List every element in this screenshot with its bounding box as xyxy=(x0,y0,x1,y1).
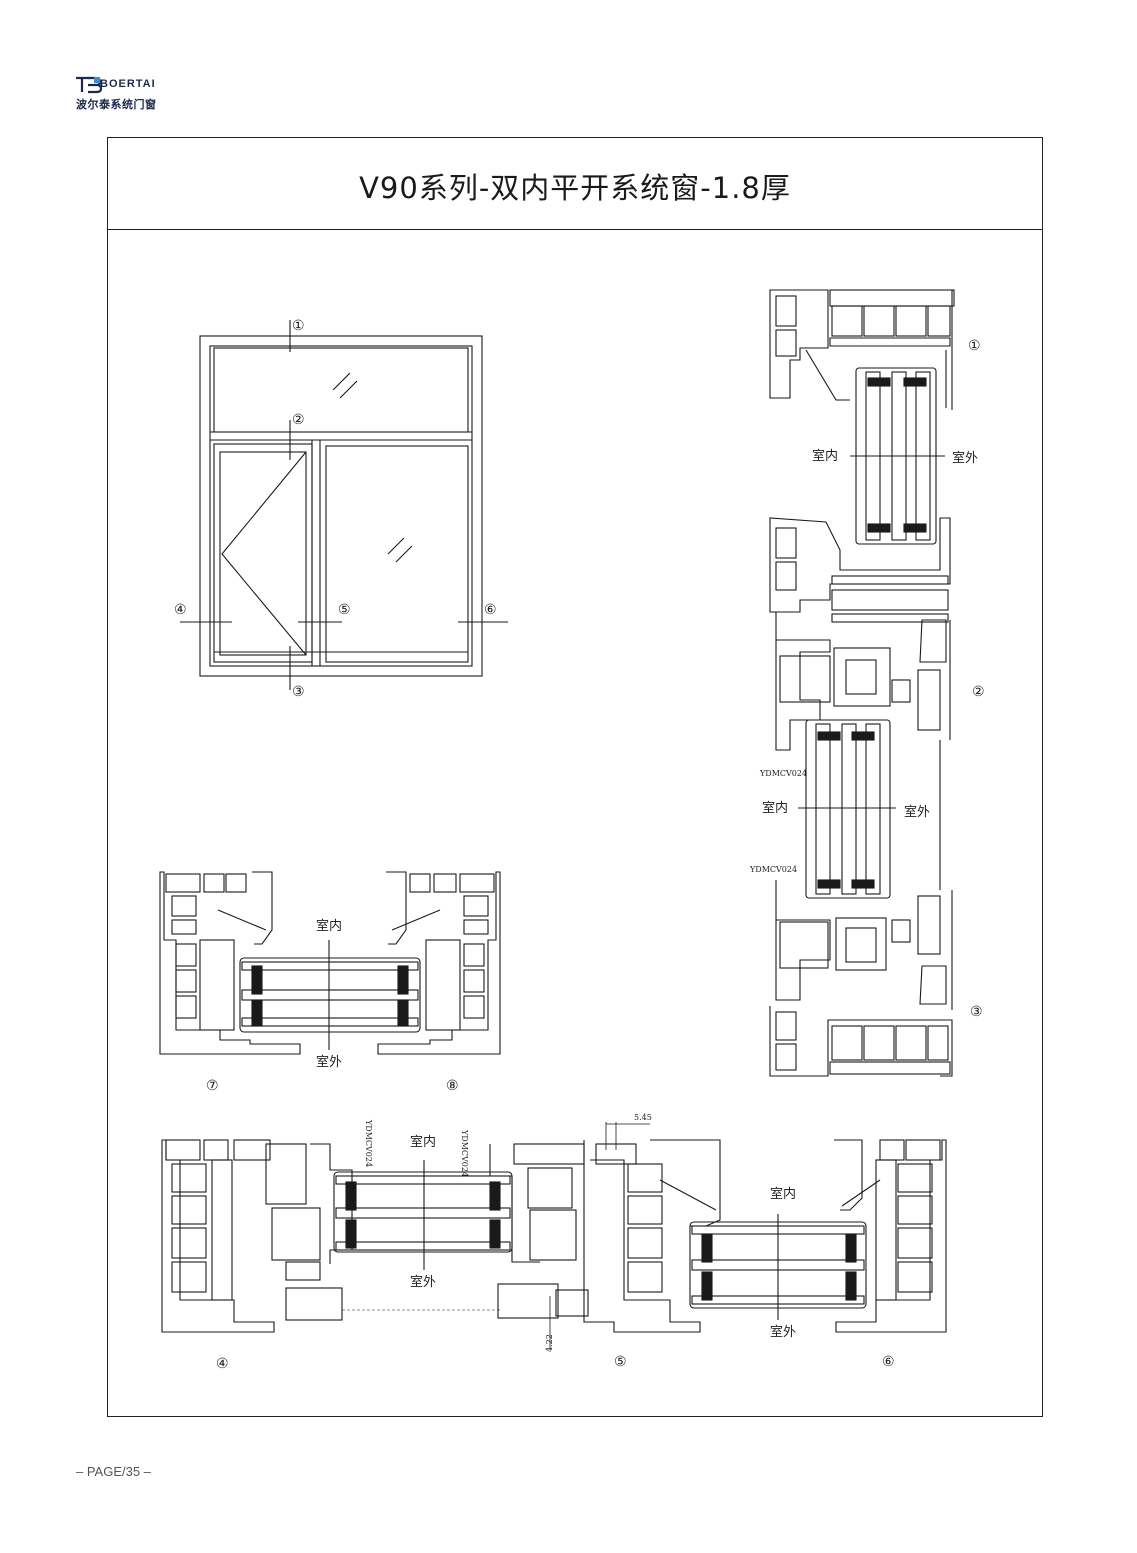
marker-6-elevation: ⑥ xyxy=(484,602,497,618)
section-markers: ① ② ③ ④ ⑤ ⑥ ① ② ③ ⑦ ⑧ ④ ⑤ ⑥ xyxy=(174,318,985,1372)
brand-name-en: BOERTAI xyxy=(100,78,156,90)
vertical-section xyxy=(769,289,955,1077)
outdoor-label-mid: 室外 xyxy=(904,804,930,820)
title-row: V90系列-双内平开系统窗-1.8厚 xyxy=(107,137,1043,230)
marker-4-section: ④ xyxy=(216,1356,229,1372)
brand-name-cn: 波尔泰系统门窗 xyxy=(76,98,157,111)
marker-6-section: ⑥ xyxy=(882,1354,895,1370)
dimension-5-45: 5.45 xyxy=(634,1113,652,1122)
outdoor-label-6: 室外 xyxy=(770,1324,796,1340)
indoor-label-45: 室内 xyxy=(410,1134,436,1150)
page-title: V90系列-双内平开系统窗-1.8厚 xyxy=(359,171,791,205)
indoor-label-mid: 室内 xyxy=(762,800,788,816)
brand-logo-dot xyxy=(94,77,100,83)
marker-5-section: ⑤ xyxy=(614,1354,627,1370)
indoor-label-78: 室内 xyxy=(316,918,342,934)
marker-2-section: ② xyxy=(972,684,985,700)
marker-2-elevation: ② xyxy=(292,412,305,428)
outdoor-label-78: 室外 xyxy=(316,1054,342,1070)
part-code-lower: YDMCV024 xyxy=(749,865,797,874)
marker-1-section: ① xyxy=(968,338,981,354)
section-7-8 xyxy=(159,871,501,1055)
marker-5-elevation: ⑤ xyxy=(338,602,351,618)
outdoor-label-45: 室外 xyxy=(410,1274,436,1290)
marker-7: ⑦ xyxy=(206,1078,219,1094)
marker-1-elevation: ① xyxy=(292,318,305,334)
drawing-frame xyxy=(107,137,1043,1417)
section-4-5-6 xyxy=(161,1122,947,1350)
dimension-4-22: 4.22 xyxy=(545,1334,554,1352)
marker-8: ⑧ xyxy=(446,1078,459,1094)
outdoor-label-top: 室外 xyxy=(952,450,978,466)
window-elevation xyxy=(180,320,508,690)
marker-4-elevation: ④ xyxy=(174,602,187,618)
part-code-upper: YDMCV024 xyxy=(759,769,807,778)
brand-logo xyxy=(76,76,103,94)
orientation-labels: 室内 室外 室内 室外 室内 室外 室内 室外 室内 室外 xyxy=(316,448,978,1340)
marker-3-elevation: ③ xyxy=(292,684,305,700)
marker-3-section: ③ xyxy=(970,1004,983,1020)
part-code-right: YDMCV024 xyxy=(460,1129,469,1177)
part-codes: YDMCV024 YDMCV024 YDMCV024 YDMCV024 5.45… xyxy=(364,769,807,1352)
indoor-label-top: 室内 xyxy=(812,448,838,464)
part-code-left: YDMCV024 xyxy=(364,1119,373,1167)
page-number: – PAGE/35 – xyxy=(76,1464,151,1479)
indoor-label-6: 室内 xyxy=(770,1186,796,1202)
